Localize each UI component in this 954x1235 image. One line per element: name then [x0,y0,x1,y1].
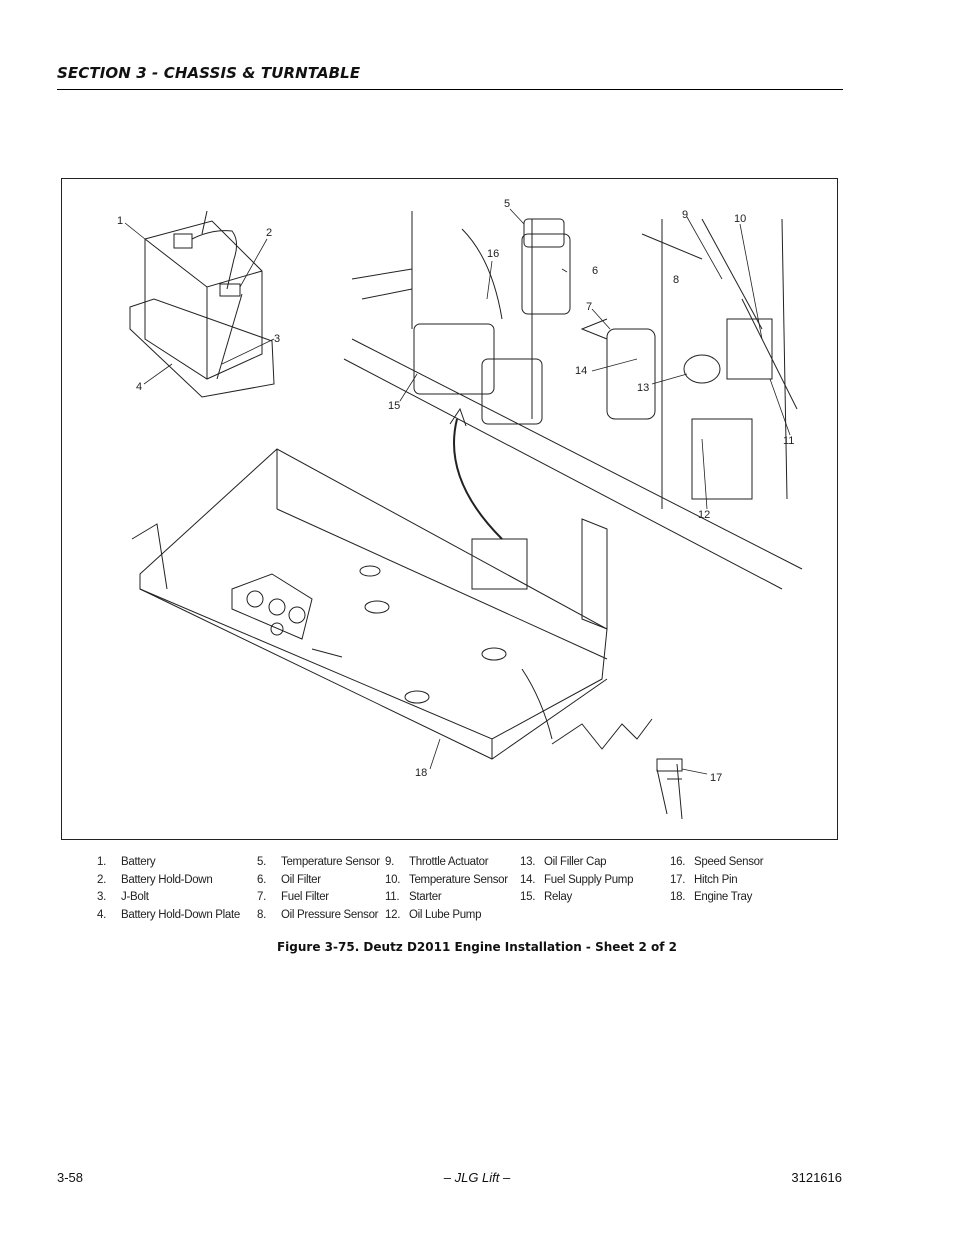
legend-item: 9.Throttle Actuator [385,856,489,868]
callout-1: 1 [117,215,123,227]
document-number: 3121616 [791,1170,842,1185]
engine-tray-drawing [131,448,608,760]
callout-7: 7 [586,301,592,313]
callout-17: 17 [710,772,722,784]
legend-item: 2.Battery Hold-Down [97,873,213,886]
legend-column-1: 1.Battery 2.Battery Hold-Down 3.J-Bolt 4… [97,856,240,926]
install-arrow [453,418,503,540]
section-title: SECTION 3 - CHASSIS & TURNTABLE [57,64,361,82]
callout-6: 6 [592,265,598,277]
callout-12: 12 [698,509,710,521]
legend-item: 13.Oil Filler Cap [520,856,607,868]
legend-column-5: 16.Speed Sensor 17.Hitch Pin 18.Engine T… [670,856,764,909]
engine-drawing [343,211,803,590]
arrow-head [449,407,467,427]
callout-16: 16 [487,248,499,260]
legend-column-4: 13.Oil Filler Cap 14.Fuel Supply Pump 15… [520,856,633,909]
battery-drawing [129,210,275,398]
callout-8: 8 [673,274,679,286]
callout-11: 11 [783,435,794,447]
footer-center: – JLG Lift – [443,1170,511,1185]
callout-14: 14 [575,365,587,377]
legend-item: 10.Temperature Sensor [385,873,508,886]
legend-item: 15.Relay [520,891,572,903]
header-rule [57,89,843,90]
hitch-pin-drawing [521,668,683,820]
legend-item: 1.Battery [97,856,156,868]
legend-item: 6.Oil Filter [257,873,321,886]
legend-item: 8.Oil Pressure Sensor [257,908,379,921]
callout-10: 10 [734,213,746,225]
legend-item: 4.Battery Hold-Down Plate [97,908,241,921]
legend-column-3: 9.Throttle Actuator 10.Temperature Senso… [385,856,508,926]
callout-5: 5 [504,198,510,210]
legend-item: 5.Temperature Sensor [257,856,380,868]
callout-2: 2 [266,227,272,239]
figure-frame: 1 2 3 4 5 6 7 8 9 10 11 12 13 14 15 16 1… [61,178,838,840]
legend-item: 14.Fuel Supply Pump [520,873,634,886]
callout-4: 4 [136,381,142,393]
legend-item: 11.Starter [385,891,442,903]
legend-item: 7.Fuel Filter [257,891,329,903]
callout-3: 3 [274,333,280,345]
callout-18: 18 [415,767,427,779]
legend-item: 16.Speed Sensor [670,856,764,868]
page-number: 3-58 [57,1170,84,1185]
legend-column-2: 5.Temperature Sensor 6.Oil Filter 7.Fuel… [257,856,380,926]
figure-caption: Figure 3-75. Deutz D2011 Engine Installa… [276,940,677,954]
legend-item: 18.Engine Tray [670,891,753,903]
legend-item: 17.Hitch Pin [670,873,738,886]
legend-item: 3.J-Bolt [97,891,149,903]
leader-lines [124,208,791,775]
callout-15: 15 [388,400,400,412]
engine-installation-illustration: 1 2 3 4 5 6 7 8 9 10 11 12 13 14 15 16 1… [117,198,803,820]
callout-labels: 1 2 3 4 5 6 7 8 9 10 11 12 13 14 15 16 1… [117,198,794,784]
callout-13: 13 [637,382,649,394]
legend-item: 12.Oil Lube Pump [385,908,482,921]
callout-9: 9 [682,209,688,221]
